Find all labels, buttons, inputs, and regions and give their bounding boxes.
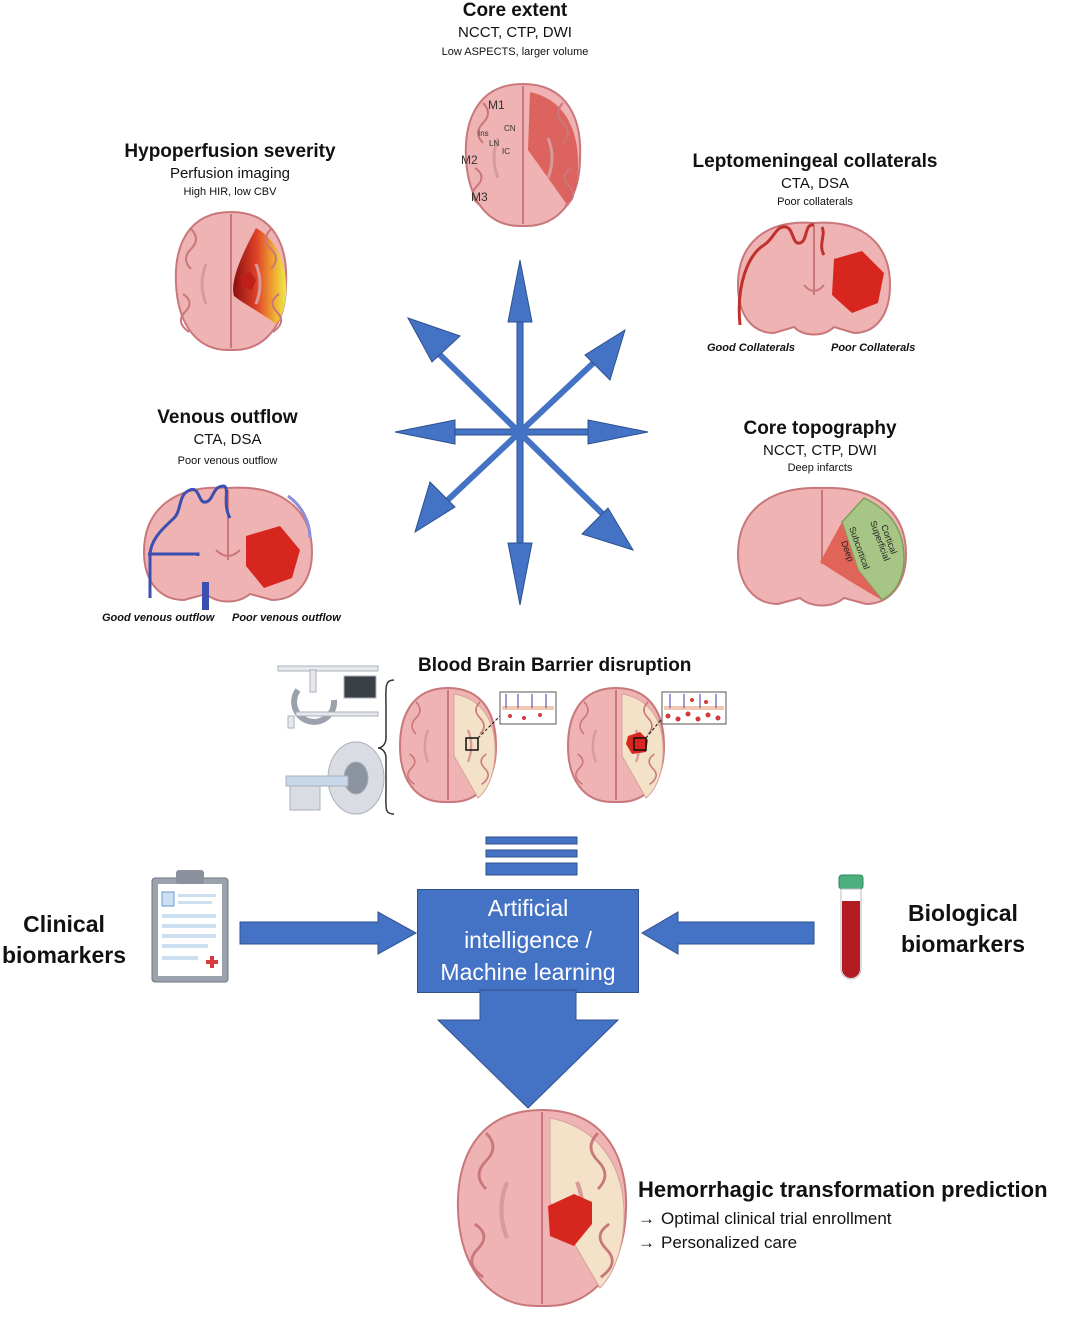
outcome-item-1: → Optimal clinical trial enrollment xyxy=(638,1209,1048,1229)
collaterals-note: Poor collaterals xyxy=(777,196,853,208)
biological-biomarkers-label: Biological biomarkers xyxy=(888,898,1038,960)
label-cn: CN xyxy=(504,124,516,133)
arrow-right-head xyxy=(587,419,649,445)
topography-panel: Core topography NCCT, CTP, DWI Deep infa… xyxy=(710,418,930,474)
hypoperfusion-brain-icon xyxy=(174,210,288,351)
outcome-item-1-text: Optimal clinical trial enrollment xyxy=(661,1209,892,1228)
central-arrows xyxy=(394,259,649,606)
hypoperfusion-panel: Hypoperfusion severity Perfusion imaging… xyxy=(110,141,350,198)
bbb-brain-intact-icon xyxy=(398,686,557,803)
arrow-down-head xyxy=(507,542,533,606)
caption-good-venous: Good venous outflow xyxy=(102,612,215,624)
ai-line3: Machine learning xyxy=(440,959,616,985)
topography-note: Deep infarcts xyxy=(787,462,853,474)
biological-line1: Biological xyxy=(908,900,1018,926)
biological-line2: biomarkers xyxy=(900,931,1025,957)
topography-brain-icon: Cortical Superficial Subcortical Deep xyxy=(736,486,908,607)
clinical-line2: biomarkers xyxy=(1,942,126,968)
ai-line2: intelligence / xyxy=(464,927,592,953)
arrow-nw-head xyxy=(406,317,461,363)
collaterals-modalities: CTA, DSA xyxy=(780,175,850,192)
topography-title: Core topography xyxy=(743,418,897,439)
core-extent-brain-icon: M1 M2 M3 Ins CN LN IC xyxy=(461,82,582,227)
caption-good-collaterals: Good Collaterals xyxy=(707,342,796,354)
hypoperfusion-title: Hypoperfusion severity xyxy=(124,141,336,162)
label-ic: IC xyxy=(502,147,510,156)
hypoperfusion-modalities: Perfusion imaging xyxy=(169,165,291,182)
arrow-up-head xyxy=(507,259,533,323)
collaterals-title: Leptomeningeal collaterals xyxy=(692,151,938,172)
collaterals-panel: Leptomeningeal collaterals CTA, DSA Poor… xyxy=(680,151,950,208)
arrow-sw-head xyxy=(414,481,456,534)
blood-tube-icon xyxy=(838,874,864,980)
label-ins: Ins xyxy=(478,129,489,138)
caption-poor-collaterals: Poor Collaterals xyxy=(831,342,916,354)
arrow-bullet-icon: → xyxy=(638,1233,655,1252)
bbb-title: Blood Brain Barrier disruption xyxy=(418,655,692,676)
arrow-bullet-icon: → xyxy=(638,1209,655,1228)
venous-modalities: CTA, DSA xyxy=(193,431,262,448)
outcome-item-2: → Personalized care xyxy=(638,1233,1048,1253)
clinical-arrow xyxy=(239,911,418,955)
clipboard-icon xyxy=(151,870,229,983)
core-extent-panel: Core extent NCCT, CTP, DWI Low ASPECTS, … xyxy=(400,0,630,58)
caption-poor-venous: Poor venous outflow xyxy=(232,612,341,624)
core-extent-title: Core extent xyxy=(462,0,568,21)
venous-brain-icon xyxy=(142,484,314,610)
scanner-equipment-icon xyxy=(277,665,385,815)
outcome-panel: Hemorrhagic transformation prediction → O… xyxy=(638,1177,1048,1253)
ai-ml-box: Artificial intelligence / Machine learni… xyxy=(417,889,639,993)
label-m1: M1 xyxy=(488,98,505,112)
outcome-title: Hemorrhagic transformation prediction xyxy=(638,1177,1048,1202)
arrow-left-head xyxy=(394,419,456,445)
topography-modalities: NCCT, CTP, DWI xyxy=(763,442,877,459)
outcome-brain-icon xyxy=(456,1108,628,1307)
core-extent-note: Low ASPECTS, larger volume xyxy=(441,46,589,58)
bbb-brain-disrupted-icon xyxy=(566,686,727,803)
biological-arrow xyxy=(641,911,815,955)
venous-note: Poor venous outflow xyxy=(177,455,278,467)
ai-line1: Artificial xyxy=(487,895,569,921)
label-m3: M3 xyxy=(471,190,488,204)
hypoperfusion-note: High HIR, low CBV xyxy=(183,186,277,198)
clinical-line1: Clinical xyxy=(23,911,105,937)
label-m2: M2 xyxy=(461,153,478,167)
venous-panel: Venous outflow CTA, DSA Poor venous outf… xyxy=(120,407,335,467)
arrow-se-head xyxy=(581,507,635,551)
label-ln: LN xyxy=(489,139,499,148)
arrow-ne-head xyxy=(584,328,626,381)
core-extent-modalities: NCCT, CTP, DWI xyxy=(458,24,572,41)
clinical-biomarkers-label: Clinical biomarkers xyxy=(0,909,128,971)
bbb-brace xyxy=(377,679,395,815)
ai-input-bars xyxy=(485,836,578,876)
outcome-item-2-text: Personalized care xyxy=(661,1233,798,1252)
collaterals-brain-icon xyxy=(736,221,892,336)
venous-title: Venous outflow xyxy=(157,407,298,428)
ai-output-arrow xyxy=(436,989,620,1109)
